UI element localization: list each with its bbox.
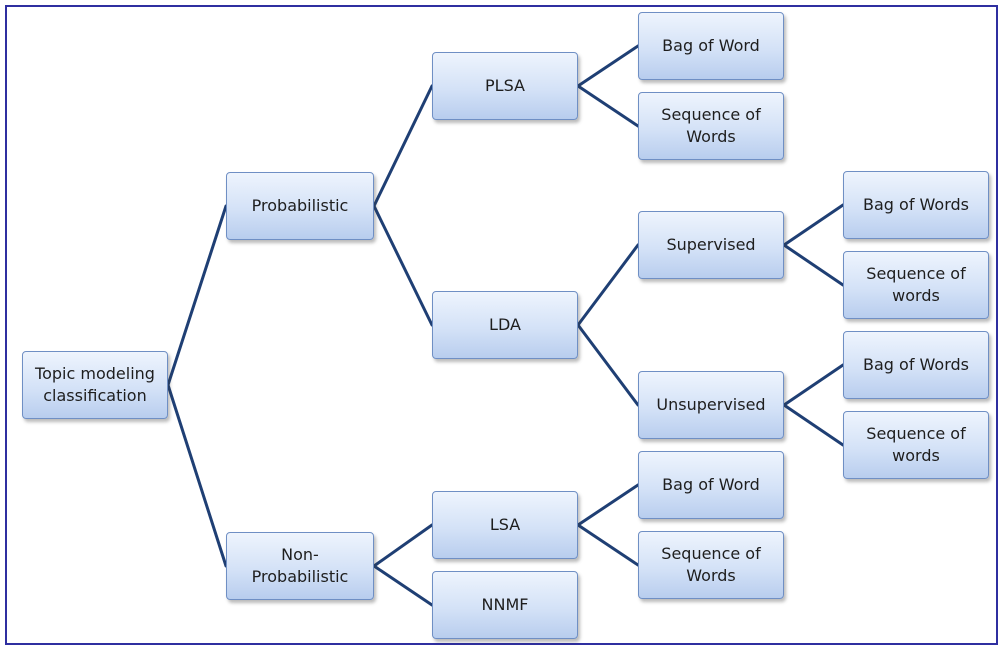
node-label: PLSA (485, 76, 525, 95)
node-supervised: Supervised (638, 211, 784, 279)
node-label: Bag of Word (662, 36, 760, 55)
node-lsa: LSA (432, 491, 578, 559)
connector-lda-supervised (576, 243, 640, 327)
node-label: Bag of Words (863, 195, 969, 214)
node-topic-modeling-classification: Topic modeling classification (22, 351, 168, 419)
node-probabilistic: Probabilistic (226, 172, 374, 240)
node-nnmf: NNMF (432, 571, 578, 639)
node-label: Sequence of Words (661, 105, 761, 146)
node-unsupervised: Unsupervised (638, 371, 784, 439)
connector-lda-unsupervised (576, 323, 640, 407)
node-supervised-sequence-of-words: Sequence of words (843, 251, 989, 319)
node-label: LDA (489, 315, 521, 334)
node-lsa-sequence-of-words: Sequence of Words (638, 531, 784, 599)
node-non-probabilistic: Non- Probabilistic (226, 532, 374, 600)
node-plsa-bag-of-word: Bag of Word (638, 12, 784, 80)
connector-plsa-plsa_bag (576, 44, 640, 88)
node-unsupervised-bag-of-words: Bag of Words (843, 331, 989, 399)
node-lda: LDA (432, 291, 578, 359)
connector-plsa-plsa_seq (576, 84, 640, 128)
node-label: Topic modeling classification (35, 364, 155, 405)
connector-root-non_probabilistic (166, 383, 228, 568)
node-plsa-sequence-of-words: Sequence of Words (638, 92, 784, 160)
node-lsa-bag-of-word: Bag of Word (638, 451, 784, 519)
connector-probabilistic-lda (372, 204, 434, 327)
node-supervised-bag-of-words: Bag of Words (843, 171, 989, 239)
node-label: LSA (489, 515, 521, 534)
connector-lsa-lsa_bag (576, 483, 640, 527)
connector-unsupervised-unsup_bag (782, 363, 845, 407)
node-label: Sequence of Words (661, 544, 761, 585)
node-label: NNMF (481, 595, 529, 614)
connector-supervised-sup_bag (782, 203, 845, 247)
connector-lsa-lsa_seq (576, 523, 640, 567)
node-label: Non- Probabilistic (251, 545, 349, 586)
connector-unsupervised-unsup_seq (782, 403, 845, 447)
node-plsa: PLSA (432, 52, 578, 120)
node-unsupervised-sequence-of-words: Sequence of words (843, 411, 989, 479)
node-label: Sequence of words (866, 264, 966, 305)
connector-supervised-sup_seq (782, 243, 845, 287)
connector-probabilistic-plsa (372, 84, 434, 208)
connector-root-probabilistic (166, 204, 228, 387)
connector-non_probabilistic-nnmf (372, 564, 434, 607)
connector-non_probabilistic-lsa (372, 523, 434, 568)
node-label: Bag of Word (662, 475, 760, 494)
node-label: Probabilistic (251, 196, 349, 215)
node-label: Supervised (666, 235, 756, 254)
node-label: Sequence of words (866, 424, 966, 465)
node-label: Unsupervised (656, 395, 766, 414)
node-label: Bag of Words (863, 355, 969, 374)
